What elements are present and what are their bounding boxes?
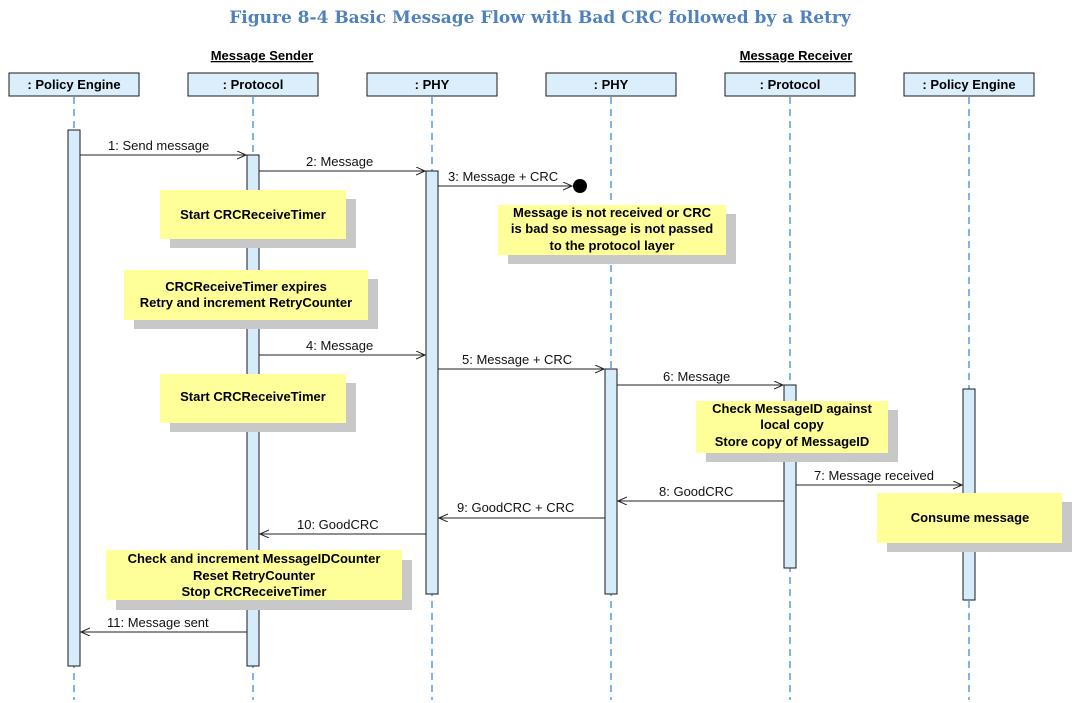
note-line: Consume message — [911, 510, 1030, 525]
note-line: local copy — [760, 417, 824, 432]
participant-receiver-policy-engine: : Policy Engine — [903, 72, 1035, 97]
participant-label: : Policy Engine — [27, 77, 120, 92]
message-label: 1: Send message — [108, 138, 209, 153]
note-line: Retry and increment RetryCounter — [140, 295, 352, 310]
note-timer-expires: CRCReceiveTimer expires Retry and increm… — [124, 270, 378, 329]
group-label-receiver: Message Receiver — [740, 48, 853, 63]
participant-receiver-protocol: : Protocol — [724, 72, 856, 97]
participant-label: : Policy Engine — [922, 77, 1015, 92]
message-11: 11: Message sent — [81, 615, 247, 632]
message-3: 3: Message + CRC — [438, 169, 587, 193]
note-line: Check and increment MessageIDCounter — [128, 551, 381, 566]
message-label: 9: GoodCRC + CRC — [457, 500, 574, 515]
note-line: Message is not received or CRC — [513, 205, 712, 220]
participant-sender-phy: : PHY — [366, 72, 498, 97]
note-line: Check MessageID against — [712, 401, 872, 416]
messages: 1: Send message 2: Message 3: Message + … — [80, 138, 962, 632]
note-start-timer-2: Start CRCReceiveTimer — [160, 374, 356, 432]
participant-label: : Protocol — [223, 77, 284, 92]
note-line: Reset RetryCounter — [193, 568, 315, 583]
message-4: 4: Message — [259, 338, 425, 355]
note-not-received: Message is not received or CRC is bad so… — [498, 205, 736, 264]
message-label: 6: Message — [663, 369, 730, 384]
message-label: 5: Message + CRC — [462, 352, 572, 367]
message-label: 3: Message + CRC — [448, 169, 558, 184]
note-check-increment: Check and increment MessageIDCounter Res… — [106, 550, 412, 610]
participant-sender-policy-engine: : Policy Engine — [8, 72, 140, 97]
message-label: 11: Message sent — [107, 615, 209, 630]
activation-receiver-phy — [604, 368, 618, 595]
note-line: Stop CRCReceiveTimer — [182, 584, 327, 599]
note-line: CRCReceiveTimer expires — [165, 279, 327, 294]
message-7: 7: Message received — [796, 468, 962, 485]
participant-receiver-phy: : PHY — [545, 72, 677, 97]
message-5: 5: Message + CRC — [438, 352, 604, 369]
note-consume: Consume message — [877, 493, 1072, 552]
participant-label: : PHY — [415, 77, 450, 92]
message-6: 6: Message — [617, 369, 783, 385]
message-label: 7: Message received — [814, 468, 934, 483]
activation-sender-phy — [425, 170, 439, 595]
participant-sender-protocol: : Protocol — [187, 72, 319, 97]
message-10: 10: GoodCRC — [260, 517, 426, 534]
note-line: Start CRCReceiveTimer — [180, 207, 326, 222]
message-label: 4: Message — [306, 338, 373, 353]
participant-label: : Protocol — [760, 77, 821, 92]
message-1: 1: Send message — [80, 138, 246, 155]
note-start-timer-1: Start CRCReceiveTimer — [160, 190, 356, 248]
message-9: 9: GoodCRC + CRC — [439, 500, 605, 518]
note-line: is bad so message is not passed — [511, 221, 713, 236]
participant-headers: : Policy Engine : Protocol : PHY : PHY :… — [8, 72, 1035, 97]
participant-label: : PHY — [594, 77, 629, 92]
message-2: 2: Message — [259, 154, 425, 171]
group-label-sender: Message Sender — [211, 48, 314, 63]
figure-title: Figure 8-4 Basic Message Flow with Bad C… — [229, 8, 852, 28]
message-label: 8: GoodCRC — [659, 484, 733, 499]
note-check-id: Check MessageID against local copy Store… — [696, 401, 898, 462]
message-label: 2: Message — [306, 154, 373, 169]
note-line: to the protocol layer — [550, 238, 675, 253]
message-label: 10: GoodCRC — [297, 517, 379, 532]
activation-sender-policy-engine — [67, 129, 81, 667]
lost-message-endpoint — [573, 179, 587, 193]
note-line: Start CRCReceiveTimer — [180, 389, 326, 404]
message-8: 8: GoodCRC — [618, 484, 784, 501]
note-line: Store copy of MessageID — [715, 434, 870, 449]
